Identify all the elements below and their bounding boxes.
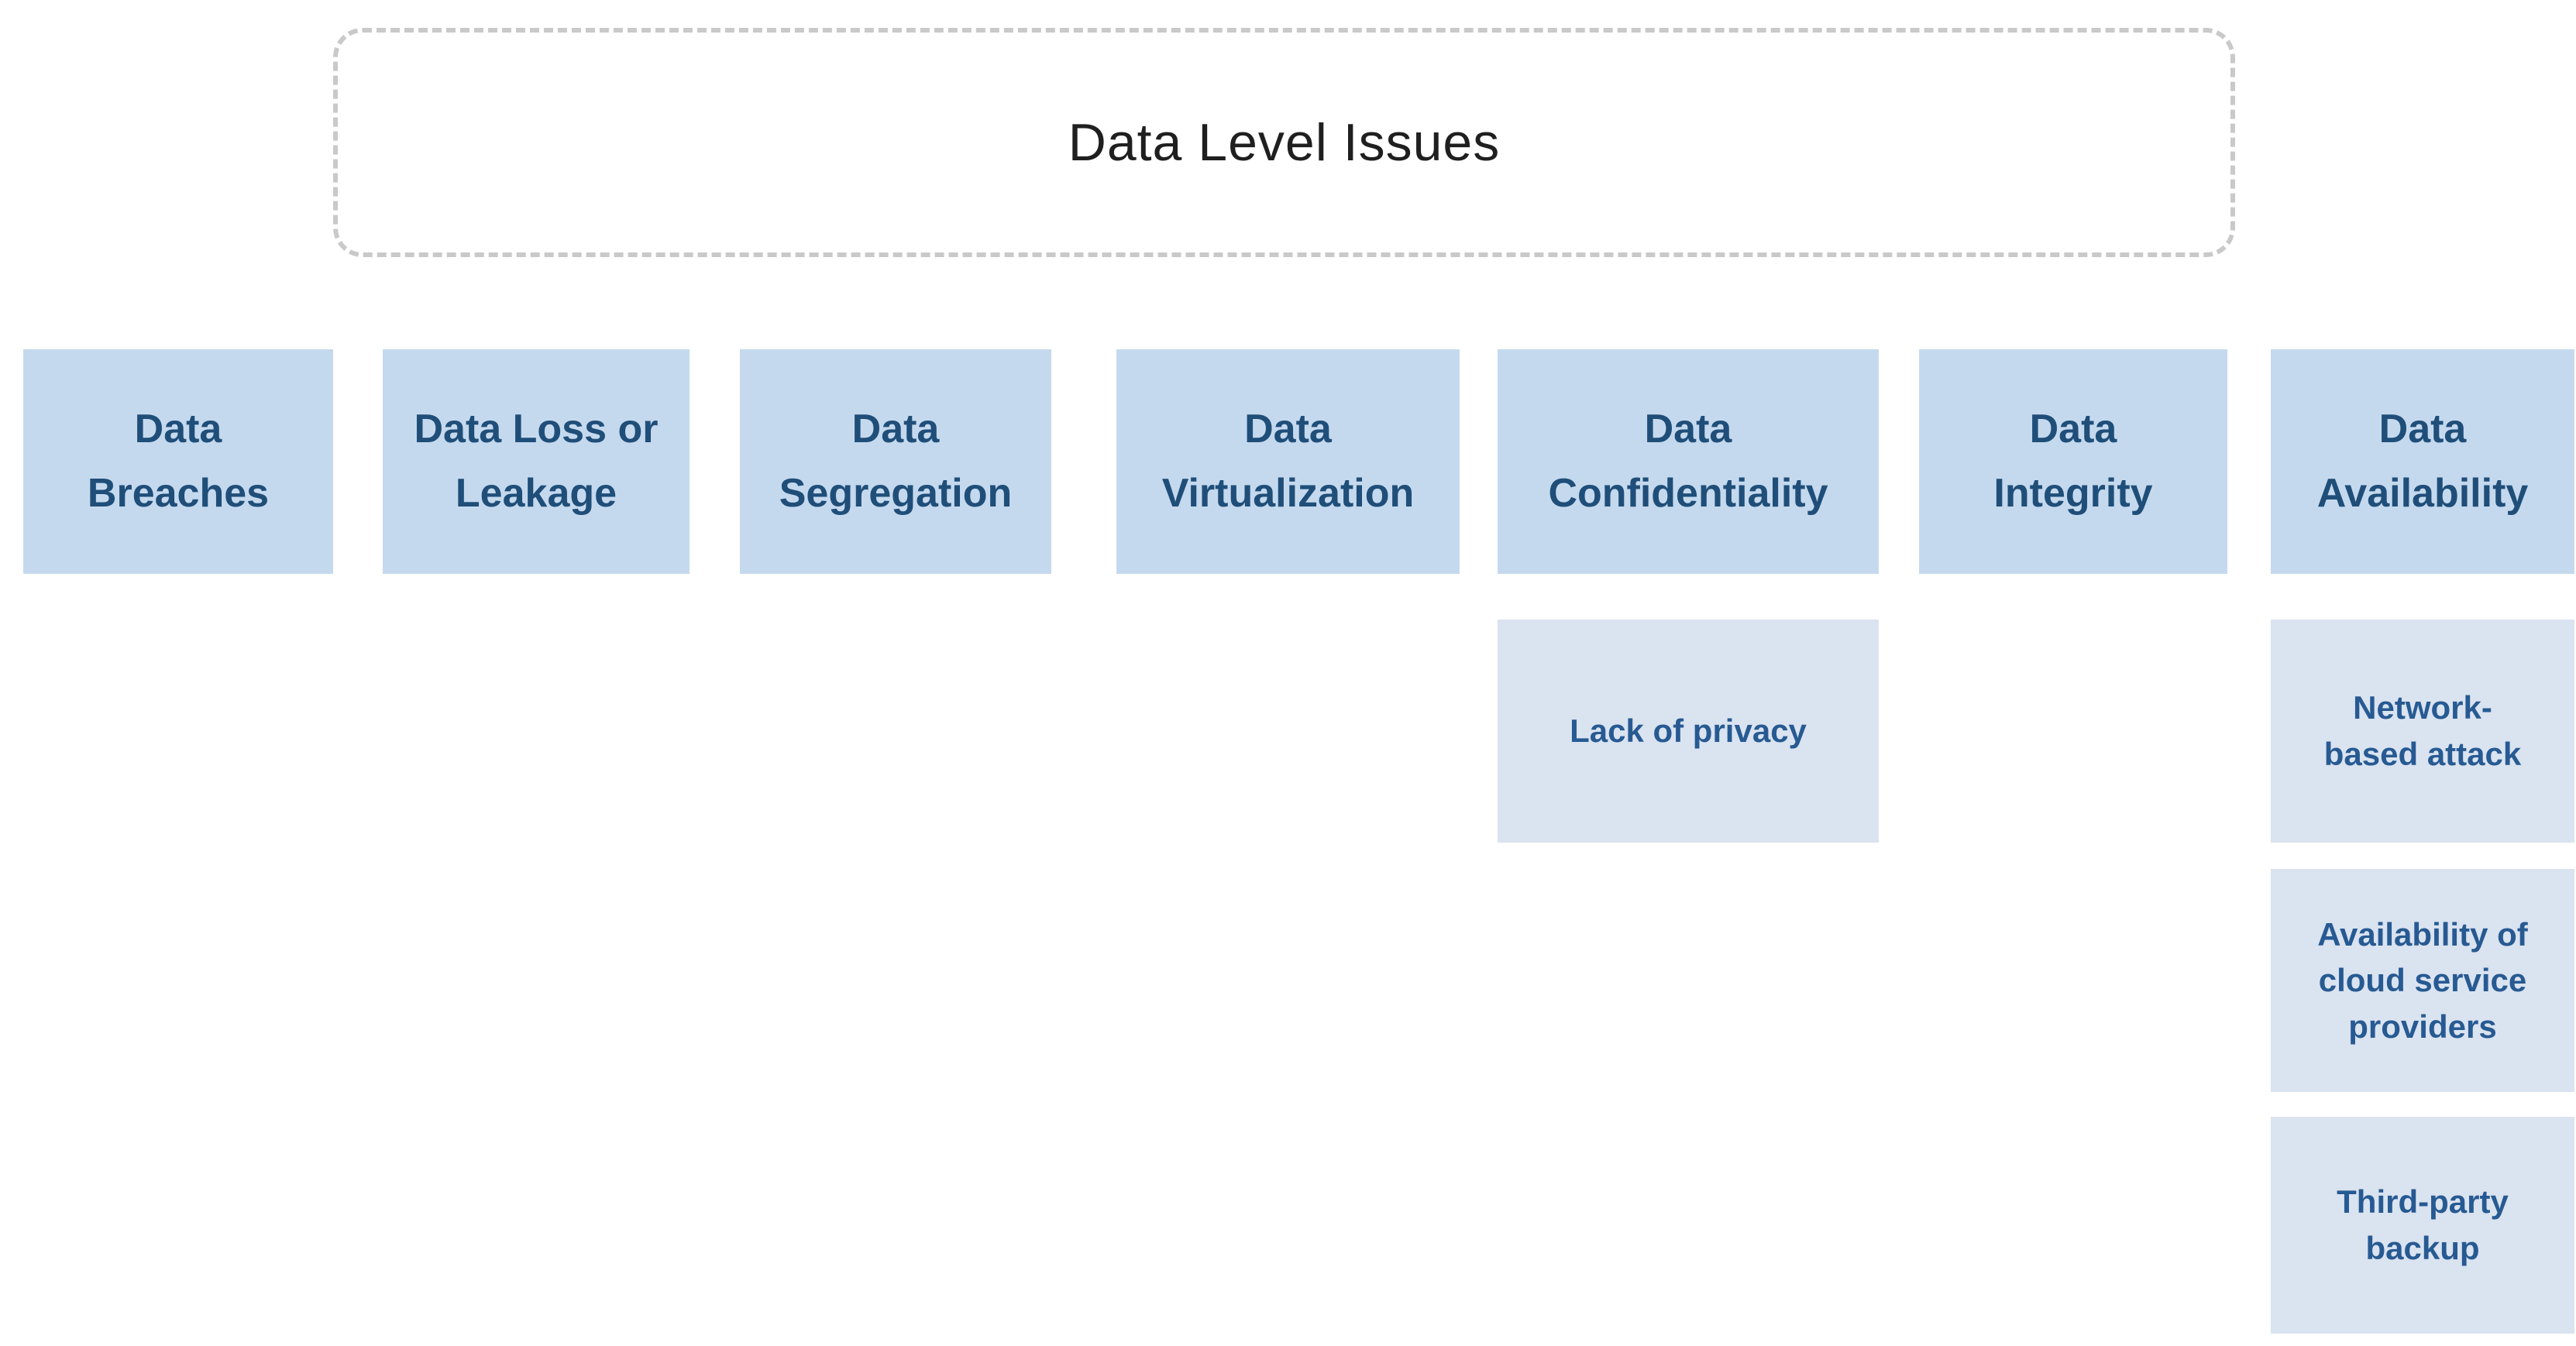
node-availability-of-cloud-service-providers: Availability of cloud service providers [2271, 869, 2574, 1092]
root-node: Data Level Issues [333, 28, 2235, 257]
node-data-breaches: Data Breaches [23, 349, 333, 574]
node-data-segregation: Data Segregation [740, 349, 1051, 574]
node-data-loss-or-leakage: Data Loss or Leakage [383, 349, 690, 574]
node-data-integrity: Data Integrity [1919, 349, 2227, 574]
node-data-confidentiality: Data Confidentiality [1498, 349, 1879, 574]
node-network-based-attack: Network- based attack [2271, 620, 2574, 843]
node-data-availability: Data Availability [2271, 349, 2574, 574]
node-third-party-backup: Third-party backup [2271, 1117, 2574, 1334]
node-data-virtualization: Data Virtualization [1116, 349, 1460, 574]
page-title: Data Level Issues [1068, 113, 1501, 172]
node-lack-of-privacy: Lack of privacy [1498, 620, 1879, 843]
